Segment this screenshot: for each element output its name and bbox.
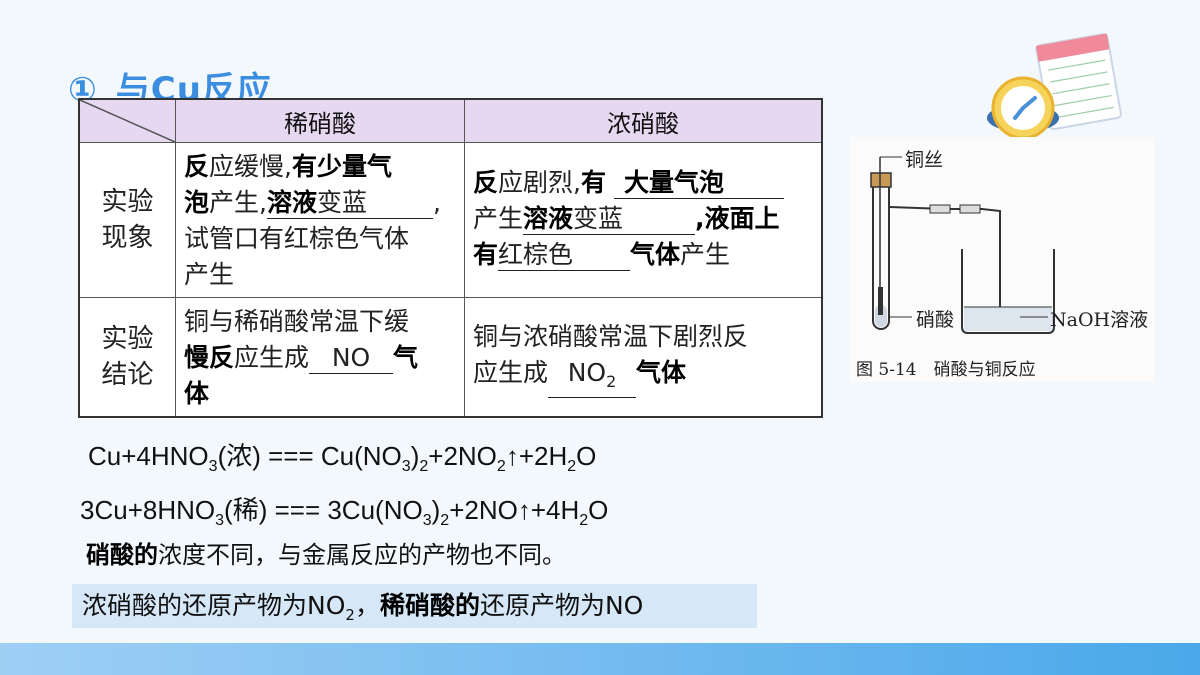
equation-dilute: 3Cu+8HNO3(稀) === 3Cu(NO3)2+2NO↑+4H2O [80,495,609,530]
table-corner [78,98,176,143]
apparatus-diagram [870,156,1055,334]
calendar-clock-decoration [987,33,1122,140]
header-concentrated: 浓硝酸 [464,98,823,143]
comparison-table: 稀硝酸 浓硝酸 实验 现象 反应缓慢,有少量气 泡产生,溶液变蓝, 试管口有红棕… [78,98,823,418]
conc-gas-color-blank: 红棕色 [498,240,631,271]
dilute-phenomenon-cell: 反应缓慢,有少量气 泡产生,溶液变蓝, 试管口有红棕色气体 产生 [175,142,465,298]
conc-product-blank: NO2 [548,358,637,398]
note-concentration: 硝酸的浓度不同，与金属反应的产物也不同。 [86,541,566,569]
conc-phenomenon-cell: 反应剧烈,有 大量气泡 产生溶液变蓝,液面上 有红棕色气体产生 [464,142,823,298]
row-label-conclusion: 实验 结论 [78,297,176,418]
equation-concentrated: Cu+4HNO3(浓) === Cu(NO3)2+2NO2↑+2H2O [88,441,597,476]
label-nitric-acid: 硝酸 [916,309,955,331]
row-label-phenomenon: 实验 现象 [78,142,176,298]
figure-caption: 图 5-14 硝酸与铜反应 [856,360,1036,380]
conc-color-blank: 溶液变蓝 [523,204,696,235]
bottom-bar [0,643,1200,675]
note-reduction-products: 浓硝酸的还原产物为NO2，稀硝酸的还原产物为NO [72,584,757,628]
label-copper-wire: 铜丝 [905,149,944,171]
conc-bubbles-blank: 大量气泡 [613,168,784,199]
corner-diagonal [80,100,175,142]
header-dilute: 稀硝酸 [175,98,465,143]
dilute-color-blank: 溶液变蓝 [266,188,433,219]
label-naoh-solution: NaOH溶液 [1050,309,1149,331]
apparatus-figure: 铜丝 硝酸 NaOH溶液 图 5-14 硝酸与铜反应 [850,137,1155,382]
dilute-product-blank: NO [309,343,394,374]
